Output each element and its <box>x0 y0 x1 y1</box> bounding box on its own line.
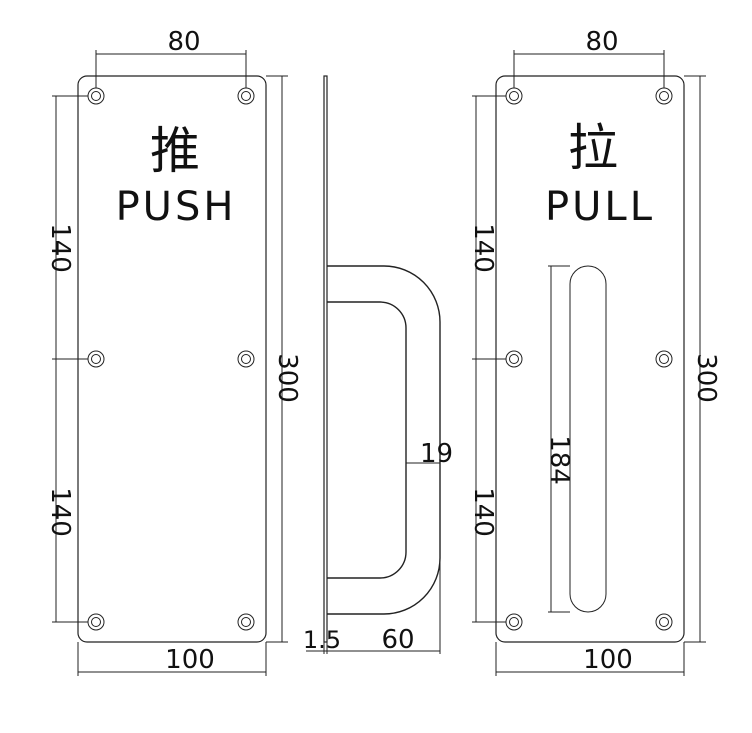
push-dim-hole-spacing-top: 80 <box>95 27 247 88</box>
pull-dim-80-text: 80 <box>585 27 618 57</box>
pull-dim-140-upper-text: 140 <box>468 223 498 273</box>
push-cjk-label: 推 <box>150 122 200 180</box>
push-dim-100-text: 100 <box>165 645 215 675</box>
side-dim-19-text: 19 <box>420 439 453 469</box>
push-dim-width: 100 <box>77 642 267 676</box>
pull-dim-slot-length: 184 <box>544 265 574 613</box>
side-dim-1-5-text: 1.5 <box>303 626 341 654</box>
push-dim-80-text: 80 <box>167 27 200 57</box>
side-dim-60-text: 60 <box>381 625 414 655</box>
side-view: 19 1.5 60 <box>303 75 453 655</box>
pull-dim-300-text: 300 <box>691 353 721 403</box>
pull-dim-width: 100 <box>495 642 685 676</box>
mounting-hole <box>655 613 673 631</box>
handle-outer-outline <box>327 265 441 615</box>
side-dim-thickness-projection: 1.5 60 <box>303 560 441 655</box>
push-plate-view: 推 PUSH 80 140 140 300 <box>45 27 302 676</box>
push-dim-140-upper-text: 140 <box>45 223 75 273</box>
push-dim-height: 300 <box>266 75 302 643</box>
handle-inner-outline <box>327 301 407 579</box>
pull-plate-view: 拉 PULL 184 80 140 140 <box>468 27 721 676</box>
push-dim-hole-spacing-vertical: 140 140 <box>45 95 88 623</box>
pull-dim-140-lower-text: 140 <box>468 487 498 537</box>
side-dim-bar-diameter: 19 <box>406 439 453 469</box>
push-dim-140-lower-text: 140 <box>45 487 75 537</box>
side-plate-edge <box>323 75 328 643</box>
pull-cjk-label: 拉 <box>568 119 618 177</box>
pull-dim-100-text: 100 <box>583 645 633 675</box>
mounting-hole <box>237 613 255 631</box>
pull-dim-hole-spacing-top: 80 <box>513 27 665 88</box>
pull-dim-hole-spacing-vertical: 140 140 <box>468 95 506 623</box>
push-dim-300-text: 300 <box>272 353 302 403</box>
pull-label: PULL <box>545 184 655 230</box>
pull-dim-184-text: 184 <box>544 435 574 485</box>
mounting-hole <box>655 350 673 368</box>
mounting-hole <box>237 350 255 368</box>
pull-handle-bar <box>569 265 607 613</box>
pull-dim-height: 300 <box>684 75 721 643</box>
push-label: PUSH <box>116 184 237 230</box>
